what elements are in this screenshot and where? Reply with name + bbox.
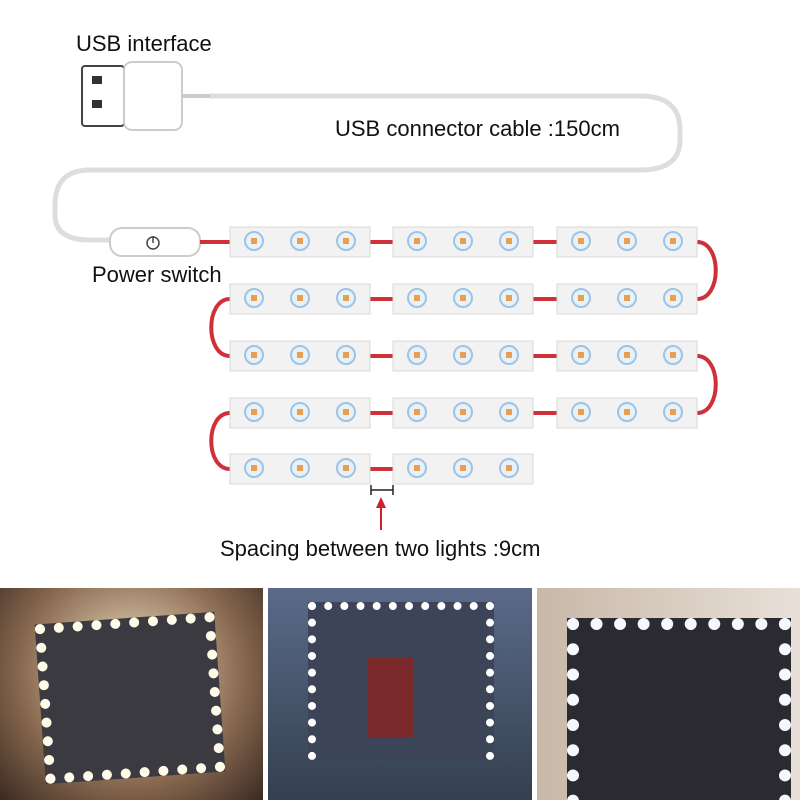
led-chip	[578, 409, 584, 415]
power-switch-label: Power switch	[92, 262, 222, 287]
led-chip	[251, 352, 257, 358]
led-chip	[670, 238, 676, 244]
led-chip	[460, 409, 466, 415]
led-chip	[251, 238, 257, 244]
led-chip	[670, 409, 676, 415]
led-chip	[297, 238, 303, 244]
bedroom-mirror-photo	[268, 588, 532, 800]
usb-cable	[52, 93, 683, 243]
led-chip	[414, 409, 420, 415]
led-chip	[460, 238, 466, 244]
led-chip	[414, 238, 420, 244]
led-chip	[414, 465, 420, 471]
led-chip	[251, 409, 257, 415]
warm-mirror-photo	[0, 588, 263, 800]
led-chip	[251, 465, 257, 471]
led-chip	[343, 409, 349, 415]
power-switch[interactable]	[109, 227, 201, 257]
led-chip	[624, 238, 630, 244]
led-chip	[343, 238, 349, 244]
led-chip	[578, 352, 584, 358]
wire-bend	[209, 411, 231, 471]
led-chip	[624, 352, 630, 358]
spacing-label: Spacing between two lights :9cm	[220, 536, 541, 561]
led-chip	[578, 295, 584, 301]
led-chip	[624, 295, 630, 301]
led-strip-diagram	[52, 61, 718, 530]
wire-bend	[209, 297, 231, 358]
led-chip	[343, 465, 349, 471]
led-chip	[506, 409, 512, 415]
led-chip	[297, 409, 303, 415]
led-chip	[414, 352, 420, 358]
led-chip	[343, 295, 349, 301]
led-chip	[624, 409, 630, 415]
led-chip	[506, 238, 512, 244]
spacing-indicator	[370, 485, 394, 530]
led-chip	[460, 465, 466, 471]
led-chip	[506, 465, 512, 471]
wire-bend	[696, 354, 718, 415]
led-chip	[251, 295, 257, 301]
led-chip	[343, 352, 349, 358]
led-chip	[297, 352, 303, 358]
led-chip	[670, 295, 676, 301]
wire-bend	[696, 240, 718, 301]
led-chip	[460, 352, 466, 358]
usb-interface-label: USB interface	[76, 31, 212, 56]
usb-cable-label: USB connector cable :150cm	[335, 116, 620, 141]
led-chip	[297, 295, 303, 301]
led-chip	[578, 238, 584, 244]
led-chip	[414, 295, 420, 301]
led-chip	[670, 352, 676, 358]
usb-plug-icon	[81, 61, 210, 131]
led-chip	[460, 295, 466, 301]
bathroom-mirror-photo	[537, 588, 800, 800]
led-chip	[506, 352, 512, 358]
led-chip	[297, 465, 303, 471]
led-chip	[506, 295, 512, 301]
